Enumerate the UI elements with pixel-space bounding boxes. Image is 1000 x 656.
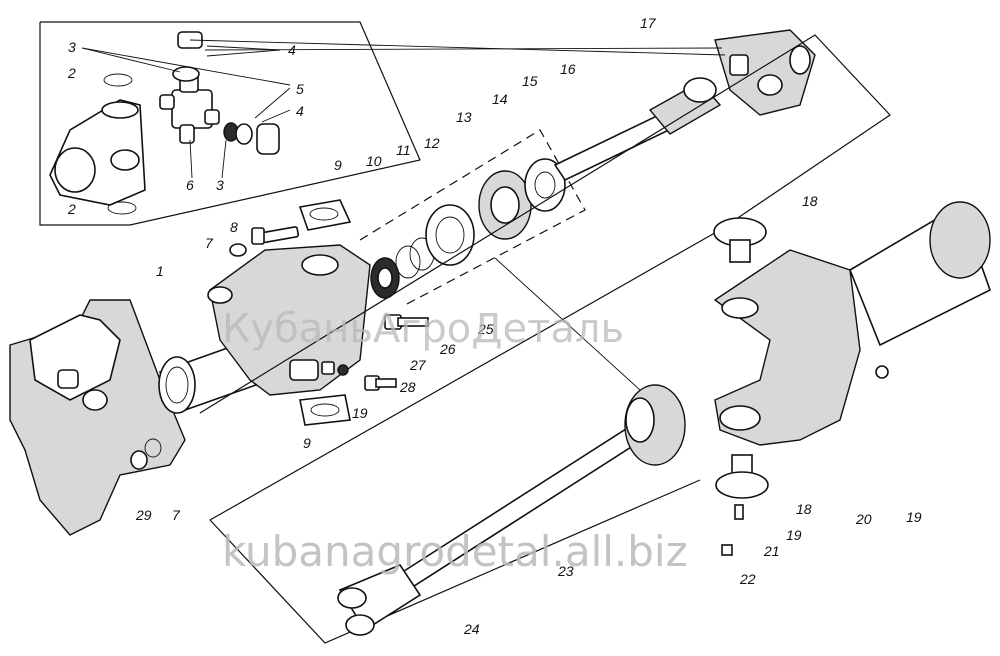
inset-detail-frame [39, 21, 421, 226]
bolt-26 [384, 314, 429, 330]
label-14: 14 [492, 91, 508, 107]
label-6: 6 [186, 177, 194, 193]
flange-18-lower [715, 454, 769, 499]
inset-bearing-caps [172, 31, 280, 155]
label-19-right: 19 [906, 509, 922, 525]
label-5: 5 [296, 81, 304, 97]
label-16: 16 [560, 61, 576, 77]
nut-upper [298, 199, 352, 231]
bearing-stack [370, 158, 566, 299]
label-25: 25 [477, 321, 494, 337]
label-15: 15 [522, 73, 538, 89]
bolt-28 [364, 375, 397, 391]
upper-shaft [553, 77, 722, 182]
label-7-bottom: 7 [172, 507, 181, 523]
label-19-small: 19 [786, 527, 802, 543]
bolt-8 [229, 226, 300, 257]
inset-yoke-fork [49, 99, 146, 206]
label-17: 17 [640, 15, 657, 31]
label-9-bottom: 9 [303, 435, 311, 451]
watermark-top: КубаньАгроДеталь [222, 306, 624, 352]
steering-housing [158, 244, 371, 414]
label-2-bottom: 2 [67, 201, 76, 217]
pivot-bracket-20 [713, 201, 991, 446]
mounting-bracket [9, 299, 186, 536]
label-21: 21 [763, 543, 780, 559]
label-26: 26 [439, 341, 456, 357]
label-23: 23 [557, 563, 574, 579]
label-18-bottom: 18 [796, 501, 812, 517]
small-parts-27-19 [321, 361, 349, 376]
label-29: 29 [135, 507, 152, 523]
label-13: 13 [456, 109, 472, 125]
part-number-labels: 1 2 2 3 3 4 4 5 6 7 7 8 9 9 10 11 12 13 … [67, 15, 922, 637]
inset-snap-rings [103, 73, 137, 215]
label-1: 1 [156, 263, 164, 279]
watermark-bottom: kubanagrodetal.all.biz [222, 527, 688, 576]
label-27: 27 [409, 357, 427, 373]
label-24: 24 [463, 621, 480, 637]
label-8: 8 [230, 219, 238, 235]
assembly-frame-lines [189, 34, 891, 644]
label-3-bottom: 3 [216, 177, 224, 193]
label-22: 22 [739, 571, 756, 587]
label-3-top: 3 [68, 39, 76, 55]
label-2-top: 2 [67, 65, 76, 81]
label-10: 10 [366, 153, 382, 169]
label-18-top: 18 [802, 193, 818, 209]
label-4-top: 4 [288, 42, 296, 58]
label-4-mid: 4 [296, 103, 304, 119]
label-7-top: 7 [205, 235, 214, 251]
small-parts-19-21-22 [721, 365, 889, 556]
nut-lower [299, 394, 351, 426]
label-12: 12 [424, 135, 440, 151]
label-28: 28 [399, 379, 416, 395]
washer-29-7 [130, 438, 162, 470]
lower-yoke-24 [337, 564, 422, 636]
upper-block-17 [714, 29, 816, 116]
label-9-top: 9 [334, 157, 342, 173]
flange-18-upper [713, 217, 767, 263]
label-20: 20 [855, 511, 872, 527]
label-19-left: 19 [352, 405, 368, 421]
label-11: 11 [396, 142, 411, 158]
